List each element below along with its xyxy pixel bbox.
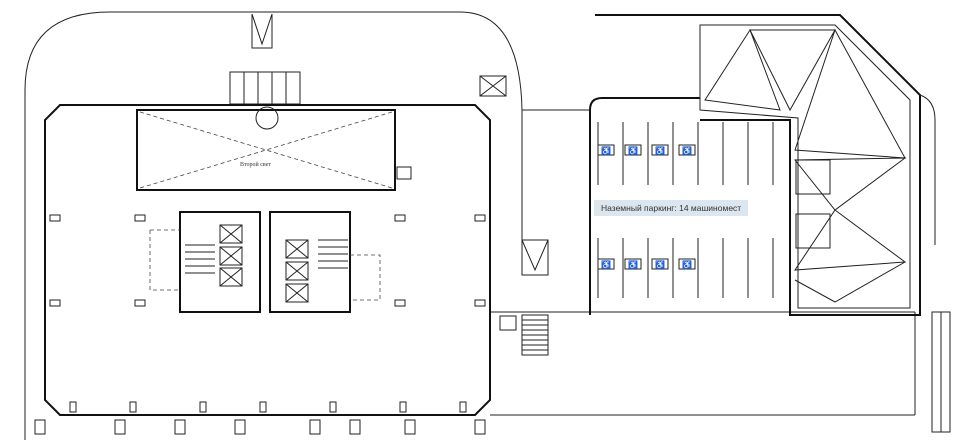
svg-text:♿: ♿ bbox=[682, 260, 692, 270]
accessible-sign bbox=[499, 315, 517, 331]
columns bbox=[34, 214, 486, 435]
svg-text:♿: ♿ bbox=[601, 146, 611, 156]
column bbox=[394, 214, 406, 222]
elevator bbox=[219, 267, 243, 287]
wheelchair-icon: ♿ bbox=[624, 144, 642, 156]
column bbox=[234, 419, 246, 435]
column bbox=[329, 401, 337, 413]
parking-boundary bbox=[589, 97, 700, 315]
core-right bbox=[269, 211, 351, 313]
column bbox=[199, 401, 207, 413]
vent bbox=[479, 75, 507, 97]
core-left bbox=[179, 211, 261, 313]
svg-text:♿: ♿ bbox=[628, 146, 638, 156]
column bbox=[309, 419, 321, 435]
column bbox=[69, 401, 77, 413]
column bbox=[34, 419, 46, 435]
building-outline bbox=[44, 104, 491, 416]
svg-text:♿: ♿ bbox=[655, 146, 665, 156]
wheelchair-icon: ♿ bbox=[678, 144, 696, 156]
elevator bbox=[219, 224, 243, 244]
column bbox=[134, 214, 146, 222]
wheelchair-icon: ♿ bbox=[651, 258, 669, 270]
elevator bbox=[285, 239, 309, 259]
roof-lines bbox=[704, 28, 907, 303]
column bbox=[349, 419, 361, 435]
stairs bbox=[185, 239, 348, 274]
column bbox=[474, 299, 486, 307]
elevator bbox=[285, 283, 309, 303]
column bbox=[49, 299, 61, 307]
column bbox=[134, 299, 146, 307]
annex-inner bbox=[699, 24, 911, 309]
column bbox=[114, 419, 126, 435]
column bbox=[174, 419, 186, 435]
elevator bbox=[219, 246, 243, 266]
column bbox=[399, 401, 407, 413]
svg-text:♿: ♿ bbox=[655, 260, 665, 270]
column bbox=[259, 401, 267, 413]
svg-text:♿: ♿ bbox=[628, 260, 638, 270]
column bbox=[459, 401, 467, 413]
parking-stalls: ♿ ♿ ♿ ♿ ♿ ♿ ♿ ♿ bbox=[597, 122, 774, 298]
canopy bbox=[229, 71, 301, 105]
elevator bbox=[285, 261, 309, 281]
site-boundary bbox=[24, 11, 523, 440]
entrance-marker bbox=[251, 13, 273, 49]
second-light-zone bbox=[136, 109, 396, 191]
wheelchair-icon: ♿ bbox=[624, 258, 642, 270]
svg-text:♿: ♿ bbox=[682, 146, 692, 156]
wheelchair-icon: ♿ bbox=[678, 258, 696, 270]
annex-outline bbox=[595, 14, 921, 316]
second-light-label: Второй свет bbox=[240, 162, 272, 168]
column bbox=[474, 214, 486, 222]
ramp bbox=[521, 239, 549, 276]
column bbox=[474, 419, 486, 435]
parking-label: Наземный паркинг: 14 машиномест bbox=[594, 200, 749, 216]
wheelchair-icon: ♿ bbox=[597, 258, 615, 270]
svg-text:♿: ♿ bbox=[601, 260, 611, 270]
column bbox=[129, 401, 137, 413]
column bbox=[394, 299, 406, 307]
wheelchair-icon: ♿ bbox=[597, 144, 615, 156]
column bbox=[49, 214, 61, 222]
wheelchair-icon: ♿ bbox=[651, 144, 669, 156]
column bbox=[404, 419, 416, 435]
